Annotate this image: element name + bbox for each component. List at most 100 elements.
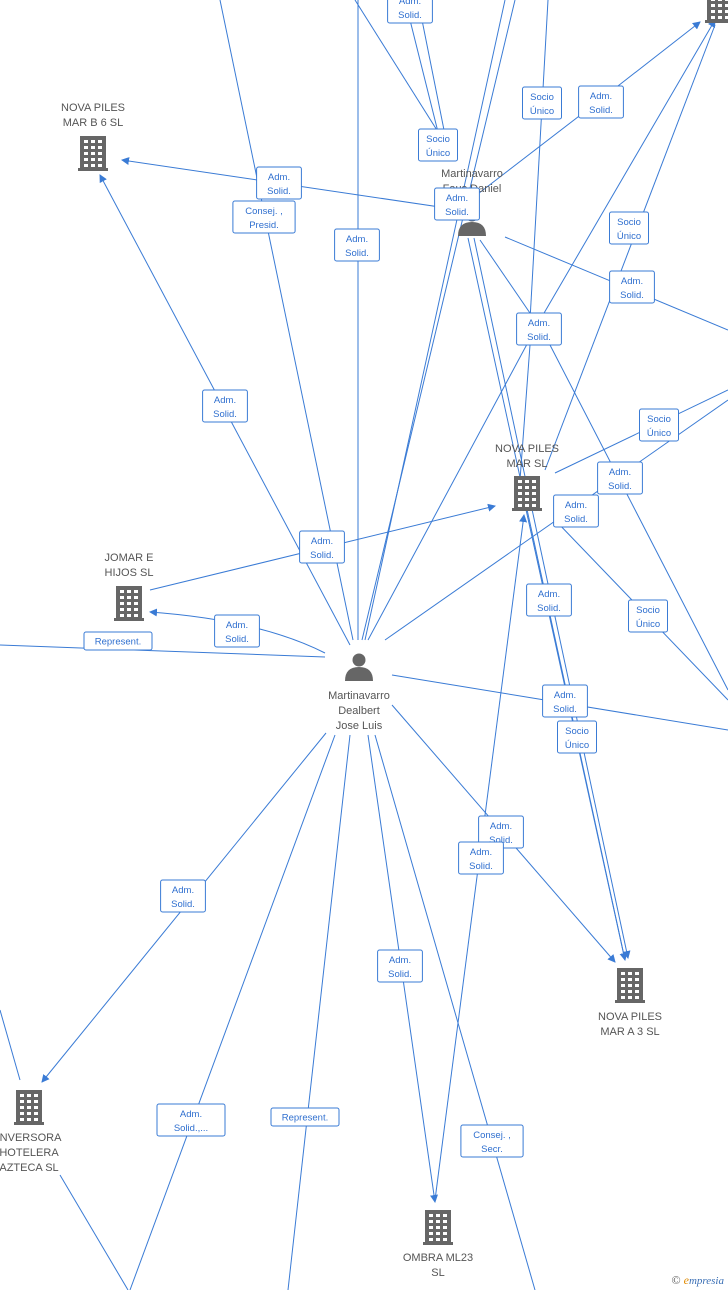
node-label: OMBRA ML23 [403,1252,473,1264]
edge-label-text: Adm. [389,955,411,966]
edge-label-text: Único [647,428,671,439]
edge-line [529,0,549,321]
edge-label-text: Adm. [180,1109,202,1120]
edge-label-text: Único [565,740,589,751]
edge-label-text: Adm. [399,0,421,7]
edge-label-text: Único [426,148,450,159]
company-node[interactable] [705,0,728,23]
node-label: Martinavarro [328,690,390,702]
edge-line [129,734,336,1290]
edge-label[interactable]: Adm.Solid. [542,684,588,718]
edge-label[interactable]: Adm.Solid.,... [156,1103,226,1137]
edge-line [544,24,716,471]
node-label: NOVA PILES [495,443,559,455]
edge-label[interactable]: Adm.Solid. [256,166,302,200]
edge-label[interactable]: Adm. Solid. [387,0,433,24]
edge-label[interactable]: Adm.Solid. [202,389,248,423]
edge-label-text: Represent. [95,637,141,648]
edge-label[interactable]: Consej. ,Secr. [460,1124,524,1158]
edge-label-text: Solid. [564,514,588,525]
edge-label-text: Solid. [537,603,561,614]
edge-line [0,644,326,658]
building-icon [114,586,144,621]
edge-label-text: Socio [426,134,450,145]
edge-label-text: Adm. [226,620,248,631]
building-icon [78,136,108,171]
edge-label-text: Adm. [268,172,290,183]
building-icon [615,968,645,1003]
edge-label-text: Adm. [470,847,492,858]
company-node[interactable]: NOVA PILES MAR B 6 SL [61,102,125,171]
building-icon [512,476,542,511]
edge-label-text: Adm. [621,276,643,287]
edge-label[interactable]: Adm.Solid. [578,85,624,119]
edge-label[interactable]: Represent. [83,631,153,651]
edge-label[interactable]: Adm.Solid. [458,841,504,875]
node-label: NOVA PILES [61,102,125,114]
edge-line [549,344,728,691]
edge-label[interactable]: Adm. Solid. [299,530,345,564]
node-label: MAR B 6 SL [63,117,124,129]
edge-label-text: Socio [530,92,554,103]
edge-label-text: Consej. , [473,1130,511,1141]
edge-label-text: Adm. [214,395,236,406]
edge-label[interactable]: Adm. Solid. [478,815,524,849]
edge-label[interactable]: Adm.Solid. [334,228,380,262]
edge-label[interactable]: Represent. [270,1107,340,1127]
edge-line [539,19,716,321]
edge-label-text: Único [530,106,554,117]
edge-line [367,319,541,641]
edge-label[interactable]: Adm. Solid. [597,461,643,495]
edge-label-text: Solid. [608,481,632,492]
footer-brand: © empresia [672,1273,725,1288]
edge-label-text: Solid. [553,704,577,715]
node-label: JOMAR E [105,552,154,564]
edge-label-text: Único [617,231,641,242]
edge-label[interactable]: Adm.Solid. [526,583,572,617]
edge-label-text: Adm. [609,467,631,478]
edge-label-text: Adm. [490,821,512,832]
edge-line [354,0,441,136]
edge-label-text: Represent. [282,1113,328,1124]
edge-label[interactable]: Adm. Solid. [160,879,206,913]
edge-label[interactable]: Adm.Solid. [553,494,599,528]
company-node[interactable]: JOMAR E HIJOS SL [105,552,154,621]
edge-line [361,0,516,641]
edge-label[interactable]: Adm.Solid. [434,187,480,221]
edge-label-text: Solid. [620,290,644,301]
edge-label-text: Solid. [398,10,422,21]
edge-line [59,1174,129,1290]
edge-label-text: Consej. , [245,206,283,217]
edge-label-text: Adm. [172,885,194,896]
edge-label[interactable]: Adm.Solid. [516,312,562,346]
edge-label[interactable]: Adm. Solid. [377,949,423,983]
edge-label-text: Solid. [225,634,249,645]
edge-label-text: Socio [636,605,660,616]
node-label: HIJOS SL [105,567,154,579]
edge-label-text: Solid. [388,969,412,980]
edge-label-text: Adm. [446,193,468,204]
edge-label-text: Adm. [311,536,333,547]
edge-label-text: Adm. [590,91,612,102]
edge-label[interactable]: Consej. ,Presid. [232,200,296,234]
edge-label-text: Solid. [310,550,334,561]
edge-line [374,734,536,1290]
edge-line [519,344,531,481]
edge-label[interactable]: Adm. Solid. [214,614,260,648]
edge-label-text: Solid. [489,835,513,846]
edge-label-text: Socio [647,414,671,425]
edge-label[interactable]: Adm. Solid. [609,270,655,304]
node-label: Martinavarro [441,168,503,180]
edge-label-text: Solid. [171,899,195,910]
